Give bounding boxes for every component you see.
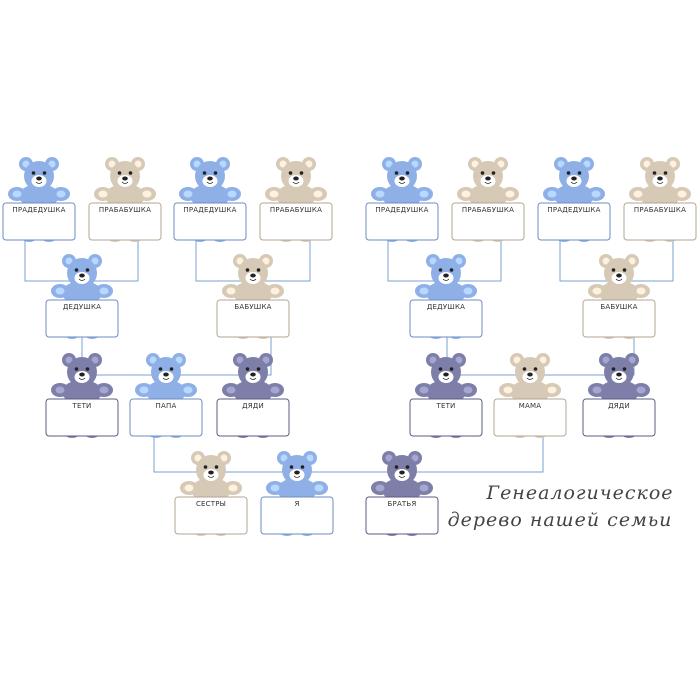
name-card[interactable] [582,398,656,437]
member-label: ПРАДЕДУШКА [375,206,428,214]
teddy-bear-icon [588,254,650,339]
title-line-1: Генеалогическое [485,482,673,504]
teddy-bear-icon [135,353,197,438]
member-label: БРАТЬЯ [388,500,417,508]
member-label: ДЕДУШКА [427,303,465,311]
teddy-bear-icon [94,157,156,242]
member-label: МАМА [519,402,541,410]
member-card-ggm-2[interactable]: ПРАБАБУШКА [259,157,333,242]
member-label: ПРАДЕДУШКА [12,206,65,214]
name-card[interactable] [451,202,525,241]
title-line-2: дерево нашей семьи [448,509,673,531]
member-card-uncles-1[interactable]: ДЯДИ [216,353,290,438]
member-card-father[interactable]: ПАПА [129,353,203,438]
name-card[interactable] [216,398,290,437]
member-card-ggf-1[interactable]: ПРАДЕДУШКА [2,157,76,242]
member-card-gf-1[interactable]: ДЕДУШКА [45,254,119,339]
member-label: ТЕТИ [435,402,455,410]
member-card-ggm-3[interactable]: ПРАБАБУШКА [451,157,525,242]
member-label: ДЕДУШКА [63,303,101,311]
member-label: ПРАДЕДУШКА [547,206,600,214]
member-card-brothers[interactable]: БРАТЬЯ [365,451,439,536]
name-card[interactable] [88,202,162,241]
name-card[interactable] [537,202,611,241]
member-label: ДЯДИ [242,402,264,410]
member-card-ggf-2[interactable]: ПРАДЕДУШКА [173,157,247,242]
name-card[interactable] [409,398,483,437]
teddy-bear-icon [8,157,70,242]
connector-line-7 [153,436,544,473]
member-card-gf-2[interactable]: ДЕДУШКА [409,254,483,339]
teddy-bear-icon [629,157,691,242]
member-label: ПРАБАБУШКА [99,206,151,214]
member-cards: ПРАДЕДУШКА ПРАБАБУШКА ПРАДЕДУШКА ПРАБАБУШКА… [2,157,697,536]
member-label: ПАПА [156,402,177,410]
member-label: БАБУШКА [600,303,637,311]
member-card-sisters[interactable]: СЕСТРЫ [174,451,248,536]
teddy-bear-icon [457,157,519,242]
name-card[interactable] [173,202,247,241]
teddy-bear-icon [371,157,433,242]
member-label: БАБУШКА [234,303,271,311]
tree-connectors [24,240,674,473]
name-card[interactable] [582,299,656,338]
member-card-ggf-4[interactable]: ПРАДЕДУШКА [537,157,611,242]
name-card[interactable] [174,496,248,535]
member-label: ПРАБАБУШКА [634,206,686,214]
member-card-gm-1[interactable]: БАБУШКА [216,254,290,339]
name-card[interactable] [216,299,290,338]
teddy-bear-icon [51,353,113,438]
member-card-ggf-3[interactable]: ПРАДЕДУШКА [365,157,439,242]
member-label: ПРАДЕДУШКА [183,206,236,214]
member-label: Я [294,500,299,508]
member-card-mother[interactable]: МАМА [493,353,567,438]
member-label: ПРАБАБУШКА [270,206,322,214]
name-card[interactable] [129,398,203,437]
member-label: ПРАБАБУШКА [462,206,514,214]
member-label: ТЕТИ [71,402,91,410]
tree-title: Генеалогическое дерево нашей семьи [448,482,673,531]
name-card[interactable] [365,202,439,241]
name-card[interactable] [260,496,334,535]
member-card-me[interactable]: Я [260,451,334,536]
member-label: ДЯДИ [608,402,630,410]
teddy-bear-icon [543,157,605,242]
member-card-ggm-4[interactable]: ПРАБАБУШКА [623,157,697,242]
name-card[interactable] [409,299,483,338]
member-card-aunts-1[interactable]: ТЕТИ [45,353,119,438]
name-card[interactable] [493,398,567,437]
name-card[interactable] [365,496,439,535]
member-card-gm-2[interactable]: БАБУШКА [582,254,656,339]
member-card-ggm-1[interactable]: ПРАБАБУШКА [88,157,162,242]
name-card[interactable] [45,398,119,437]
teddy-bear-icon [222,353,284,438]
member-card-aunts-2[interactable]: ТЕТИ [409,353,483,438]
member-label: СЕСТРЫ [196,500,226,508]
name-card[interactable] [623,202,697,241]
name-card[interactable] [259,202,333,241]
name-card[interactable] [45,299,119,338]
member-card-uncles-2[interactable]: ДЯДИ [582,353,656,438]
name-card[interactable] [2,202,76,241]
